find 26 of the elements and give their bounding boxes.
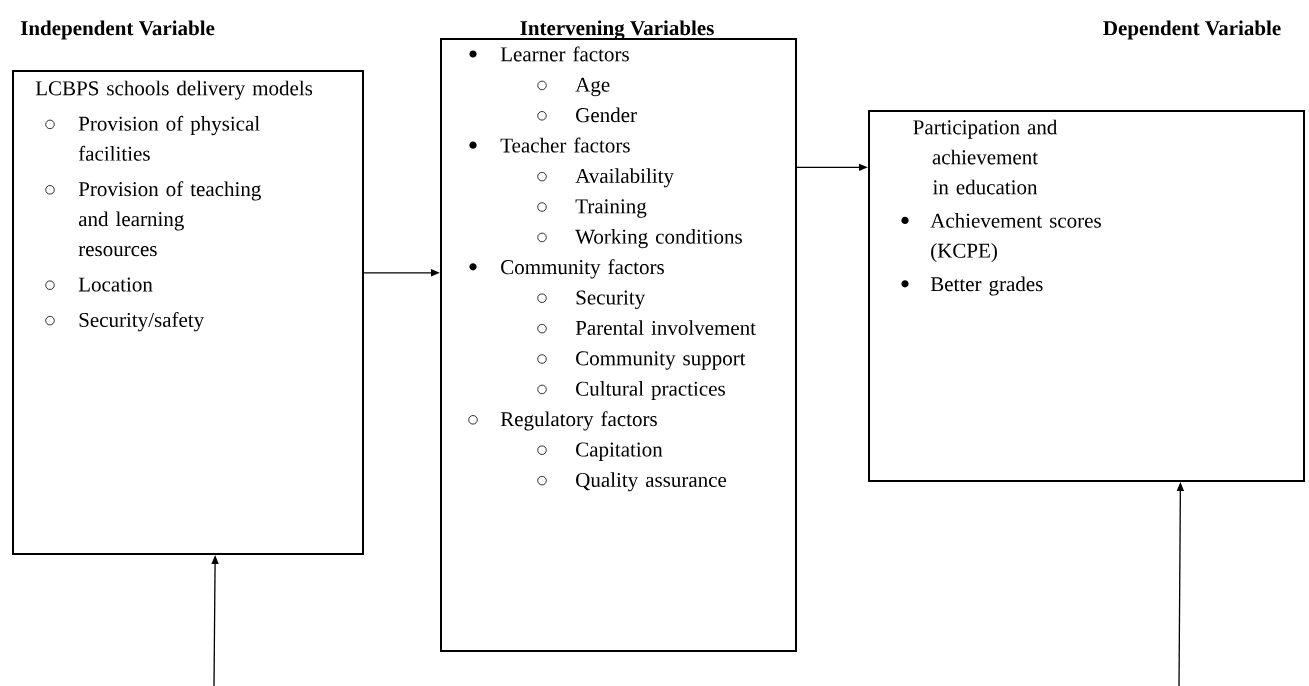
box-title: LCBPS schools delivery models (35, 80, 313, 100)
item-text: Provision of physical facilities (78, 115, 260, 161)
item-text: Community support (576, 351, 746, 370)
box-title: Participation and achievement in education (913, 119, 1058, 195)
item-text: Quality assurance (576, 472, 727, 492)
item-text: Security/safety (79, 312, 205, 332)
item-text: Training (575, 199, 647, 218)
item-text: Working conditions (575, 229, 742, 249)
item-text: Better grades (930, 276, 1043, 296)
item-text: Community factors (501, 259, 664, 279)
column-heading: Independent Variable (20, 20, 215, 40)
item-text: Gender (576, 107, 637, 123)
item-text: Cultural practices (576, 381, 725, 401)
item-text: Security (576, 290, 646, 309)
item-text: Teacher factors (500, 137, 630, 153)
item-text: Learner factors (500, 46, 629, 62)
item-text: Parental involvement (575, 320, 756, 335)
item-text: Provision of teaching and learning resources (78, 181, 261, 257)
column-heading: Intervening Variables (520, 20, 714, 40)
column-heading: Dependent Variable (1103, 20, 1281, 40)
item-text: Availability (575, 168, 674, 188)
item-text: Capitation (576, 442, 663, 461)
item-text: Age (575, 77, 610, 97)
item-text: Location (78, 277, 153, 292)
item-text: Regulatory factors (500, 411, 657, 431)
item-text: Achievement scores (KCPE) (930, 213, 1101, 263)
